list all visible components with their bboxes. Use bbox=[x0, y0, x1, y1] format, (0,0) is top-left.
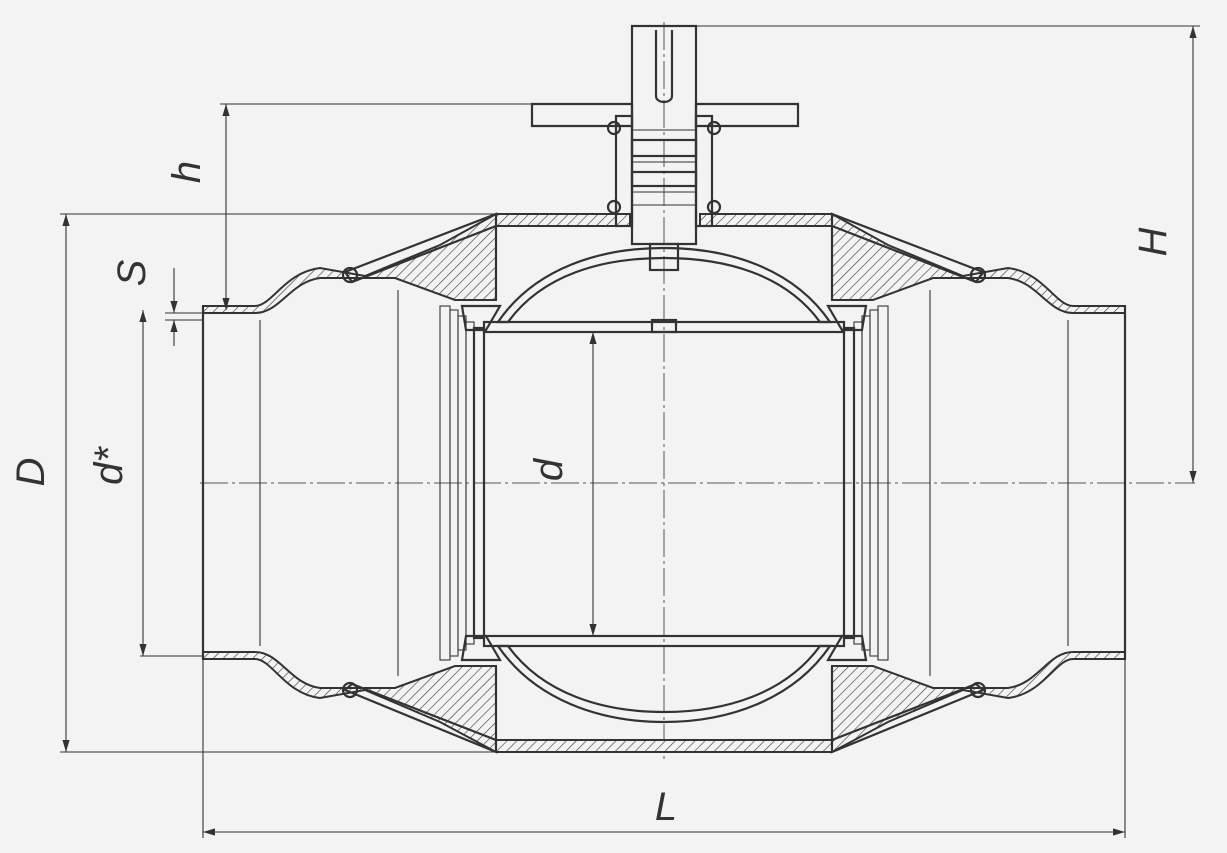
ball bbox=[482, 246, 846, 724]
body-top-wall bbox=[202, 213, 631, 314]
valve-body bbox=[201, 212, 1127, 754]
center-lines bbox=[200, 22, 1195, 760]
stem-assembly bbox=[530, 24, 800, 272]
dimension-lines bbox=[60, 25, 1200, 838]
dim-label-D: D bbox=[9, 458, 53, 487]
dim-label-H: H bbox=[1131, 227, 1175, 256]
dim-label-h: h bbox=[165, 161, 209, 183]
dim-label-L: L bbox=[655, 785, 677, 829]
body-top-wall-right bbox=[699, 213, 1126, 314]
dim-label-d-star: d* bbox=[87, 446, 131, 485]
dim-label-d: d bbox=[527, 457, 571, 481]
dimension-labels: h S D d* d H L bbox=[9, 161, 1175, 829]
dim-label-S: S bbox=[110, 259, 154, 286]
